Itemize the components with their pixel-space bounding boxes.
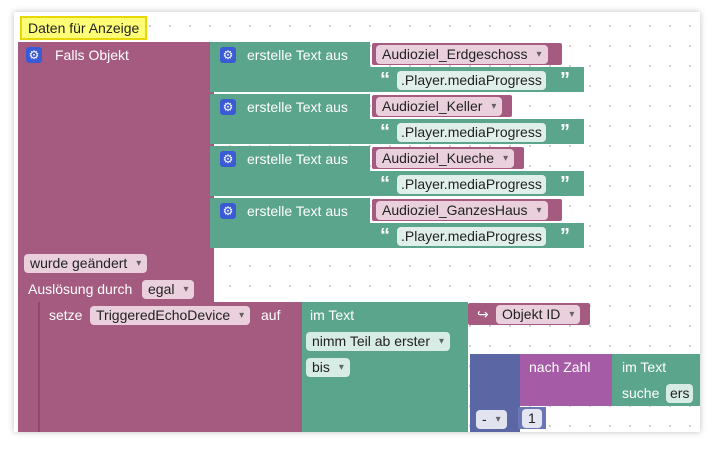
text-block-1[interactable] <box>210 42 370 92</box>
changed-dropdown[interactable]: wurde geändert <box>24 254 148 273</box>
set-label: setze <box>49 307 83 323</box>
gear-icon[interactable]: ⚙ <box>26 47 42 63</box>
variable-field[interactable]: Audioziel_Keller <box>376 97 503 116</box>
trigger-by-dropdown[interactable]: egal <box>142 280 195 299</box>
text-block-3[interactable] <box>210 146 370 196</box>
gear-icon[interactable]: ⚙ <box>220 99 236 115</box>
search-field[interactable]: ers <box>666 384 694 403</box>
quote-close-icon: ” <box>560 225 570 247</box>
search-label: suche <box>622 385 660 401</box>
minus-operator-dropdown[interactable]: - <box>476 410 507 429</box>
quote-open-icon: “ <box>380 173 390 195</box>
set-variable-field[interactable]: TriggeredEchoDevice <box>90 306 251 325</box>
object-id-dropdown[interactable]: Objekt ID <box>496 305 581 324</box>
in-text-label: im Text <box>310 307 355 323</box>
blockly-workspace[interactable]: Daten für Anzeige ⚙ Falls Objekt ⚙ erste… <box>14 12 700 432</box>
string-field[interactable]: .Player.mediaProgress <box>397 227 546 246</box>
string-field[interactable]: .Player.mediaProgress <box>397 123 546 142</box>
arrow-return-icon: ↪ <box>477 306 489 322</box>
variable-field[interactable]: Audioziel_Erdgeschoss <box>376 45 548 64</box>
quote-open-icon: “ <box>380 121 390 143</box>
variable-field[interactable]: Audioziel_GanzesHaus <box>376 201 548 220</box>
gear-icon[interactable]: ⚙ <box>220 151 236 167</box>
quote-open-icon: “ <box>380 225 390 247</box>
text-block-2[interactable] <box>210 94 370 144</box>
number-field[interactable]: 1 <box>522 409 542 428</box>
string-field[interactable]: .Player.mediaProgress <box>397 175 546 194</box>
text-label: erstelle Text aus <box>247 99 348 115</box>
take-part-dropdown[interactable]: nimm Teil ab erster <box>306 332 451 351</box>
text-label: erstelle Text aus <box>247 151 348 167</box>
text-label: erstelle Text aus <box>247 203 348 219</box>
text-label: erstelle Text aus <box>247 47 348 63</box>
until-dropdown[interactable]: bis <box>306 358 350 377</box>
to-number-label: nach Zahl <box>529 359 591 375</box>
nested-in-text-label: im Text <box>622 359 667 375</box>
text-block-4[interactable] <box>210 198 370 248</box>
gear-icon[interactable]: ⚙ <box>220 47 236 63</box>
quote-close-icon: ” <box>560 69 570 91</box>
trigger-label: Falls Objekt <box>55 47 129 63</box>
quote-open-icon: “ <box>380 69 390 91</box>
quote-close-icon: ” <box>560 121 570 143</box>
comment-label[interactable]: Daten für Anzeige <box>20 16 148 40</box>
gear-icon[interactable]: ⚙ <box>220 203 236 219</box>
to-label: auf <box>261 307 281 323</box>
variable-field[interactable]: Audioziel_Kueche <box>376 149 515 168</box>
to-number-block[interactable] <box>520 354 612 406</box>
string-field[interactable]: .Player.mediaProgress <box>397 71 546 90</box>
quote-close-icon: ” <box>560 173 570 195</box>
trigger-by-label: Auslösung durch <box>28 281 133 297</box>
